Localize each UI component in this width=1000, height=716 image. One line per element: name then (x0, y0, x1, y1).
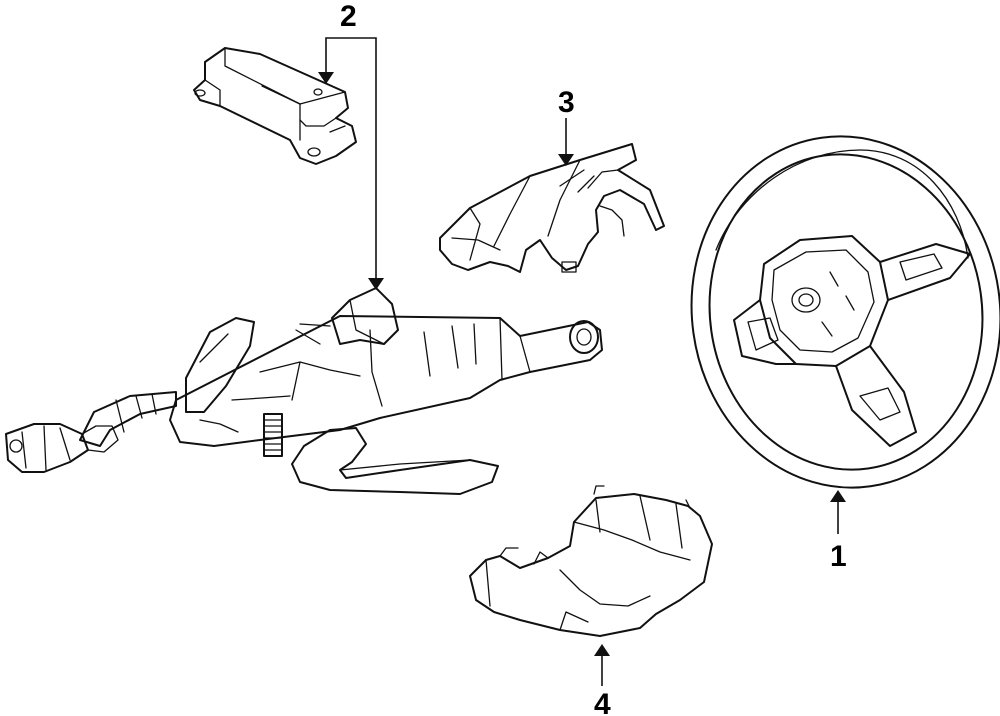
upper-column-cover-part[interactable] (439, 143, 665, 273)
leader-2 (318, 37, 384, 290)
control-module-part[interactable] (193, 47, 357, 165)
callout-4: 4 (594, 688, 611, 716)
leader-3 (558, 118, 574, 166)
lower-column-cover-part[interactable] (469, 485, 713, 637)
callout-3: 3 (558, 86, 575, 119)
steering-column-part[interactable] (5, 287, 603, 495)
callout-2: 2 (340, 0, 357, 33)
leader-4 (594, 644, 610, 686)
leader-1 (830, 490, 846, 534)
steering-wheel-part[interactable] (669, 116, 1000, 507)
callout-1: 1 (830, 540, 847, 573)
